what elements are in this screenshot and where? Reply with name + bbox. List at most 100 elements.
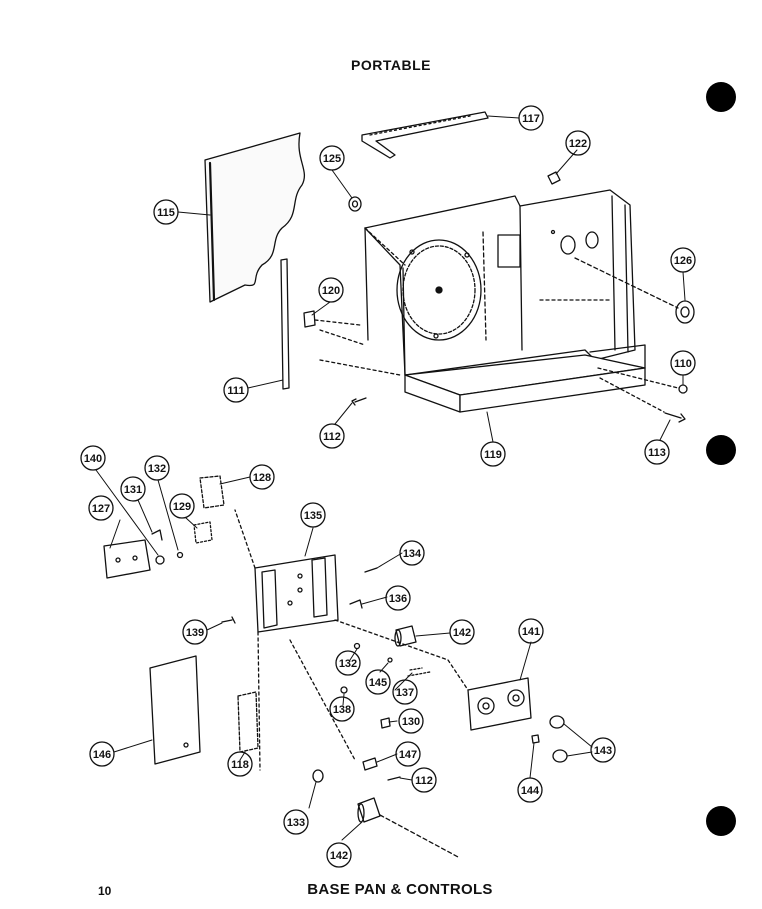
callout-143: 143: [590, 737, 616, 763]
callout-112-bottom: 112: [411, 767, 437, 793]
callout-136: 136: [385, 585, 411, 611]
callout-144: 144: [517, 777, 543, 803]
callout-146: 146: [89, 741, 115, 767]
callout-135: 135: [300, 502, 326, 528]
svg-text:130: 130: [402, 716, 420, 728]
svg-text:131: 131: [124, 484, 142, 496]
callout-120: 120: [318, 277, 344, 303]
svg-text:129: 129: [173, 501, 191, 513]
screw-134: [364, 567, 378, 573]
bracket-120: [303, 310, 316, 328]
callout-141: 141: [518, 618, 544, 644]
bracket-127: [103, 539, 151, 579]
svg-text:134: 134: [403, 548, 422, 560]
svg-text:120: 120: [322, 285, 340, 297]
callout-118: 118: [227, 751, 253, 777]
svg-text:146: 146: [93, 749, 111, 761]
part-137: [407, 667, 431, 677]
knob-143-b: [552, 749, 568, 763]
grommet-126: [675, 300, 695, 324]
callout-127: 127: [88, 495, 114, 521]
callout-115: 115: [153, 199, 179, 225]
cover-panel-146: [149, 655, 201, 765]
svg-text:137: 137: [396, 687, 414, 699]
svg-text:112: 112: [415, 775, 433, 787]
base-pan-119: [404, 344, 646, 413]
callout-117: 117: [518, 105, 544, 131]
svg-text:142: 142: [330, 850, 348, 862]
svg-text:147: 147: [399, 749, 417, 761]
svg-text:135: 135: [304, 510, 322, 522]
binder-punch-hole-top: [706, 82, 736, 112]
svg-text:117: 117: [522, 113, 540, 125]
capacitor-142-bottom: [357, 797, 461, 859]
callout-119: 119: [480, 441, 506, 467]
panel-118: [237, 691, 259, 753]
svg-text:132: 132: [339, 658, 357, 670]
screw-131: [151, 529, 163, 541]
control-panel-141: [447, 659, 532, 731]
svg-text:111: 111: [227, 385, 244, 397]
svg-text:144: 144: [521, 785, 540, 797]
clip-122: [547, 171, 561, 185]
callout-110: 110: [670, 350, 696, 376]
page-number: 10: [98, 884, 112, 898]
svg-text:113: 113: [648, 447, 666, 459]
screw-112-top: [351, 397, 367, 406]
svg-text:128: 128: [253, 472, 271, 484]
svg-text:140: 140: [84, 453, 102, 465]
callout-132-bottom: 132: [335, 650, 361, 676]
knob-143-a: [549, 715, 565, 729]
callout-128: 128: [249, 464, 275, 490]
screw-112-bottom: [387, 776, 401, 781]
svg-text:125: 125: [323, 153, 341, 165]
washer-132-bottom: [353, 642, 361, 650]
side-panel-115: [204, 132, 306, 303]
part-144: [531, 734, 540, 744]
callout-113: 113: [644, 439, 670, 465]
part-147: [362, 757, 378, 771]
bushing-125: [348, 196, 362, 212]
svg-text:141: 141: [522, 626, 540, 638]
nut-140: [155, 555, 165, 565]
svg-text:118: 118: [231, 759, 249, 771]
control-bracket-135: [234, 509, 339, 771]
svg-text:133: 133: [287, 817, 305, 829]
callout-139: 139: [182, 619, 208, 645]
callout-133: 133: [283, 809, 309, 835]
washer-132-top: [176, 551, 184, 559]
callout-147: 147: [395, 741, 421, 767]
callout-129: 129: [169, 493, 195, 519]
svg-text:142: 142: [453, 627, 471, 639]
callout-137: 137: [392, 679, 418, 705]
callout-131: 131: [120, 476, 146, 502]
grommet-133: [312, 769, 324, 783]
svg-text:126: 126: [674, 255, 692, 267]
svg-text:132: 132: [148, 463, 166, 475]
svg-text:115: 115: [157, 207, 175, 219]
callout-142-bottom: 142: [326, 842, 352, 868]
clip-136: [349, 599, 363, 609]
part-145: [387, 657, 393, 663]
svg-text:143: 143: [594, 745, 612, 757]
callout-142-top: 142: [449, 619, 475, 645]
callout-122: 122: [565, 130, 591, 156]
screw-113: [664, 412, 686, 423]
binder-punch-hole-bottom: [706, 806, 736, 836]
callout-126: 126: [670, 247, 696, 273]
svg-text:127: 127: [92, 503, 110, 515]
page-title: PORTABLE: [351, 57, 431, 73]
callout-125: 125: [319, 145, 345, 171]
svg-text:112: 112: [323, 431, 341, 443]
svg-text:119: 119: [484, 449, 502, 461]
capacitor-142-top: [394, 625, 417, 647]
section-title: BASE PAN & CONTROLS: [307, 881, 493, 898]
rod-111: [280, 258, 290, 390]
leader-lines: [95, 115, 686, 841]
svg-text:145: 145: [369, 677, 387, 689]
nut-110: [678, 384, 688, 394]
callout-111: 111: [223, 377, 249, 403]
callout-140: 140: [80, 445, 106, 471]
